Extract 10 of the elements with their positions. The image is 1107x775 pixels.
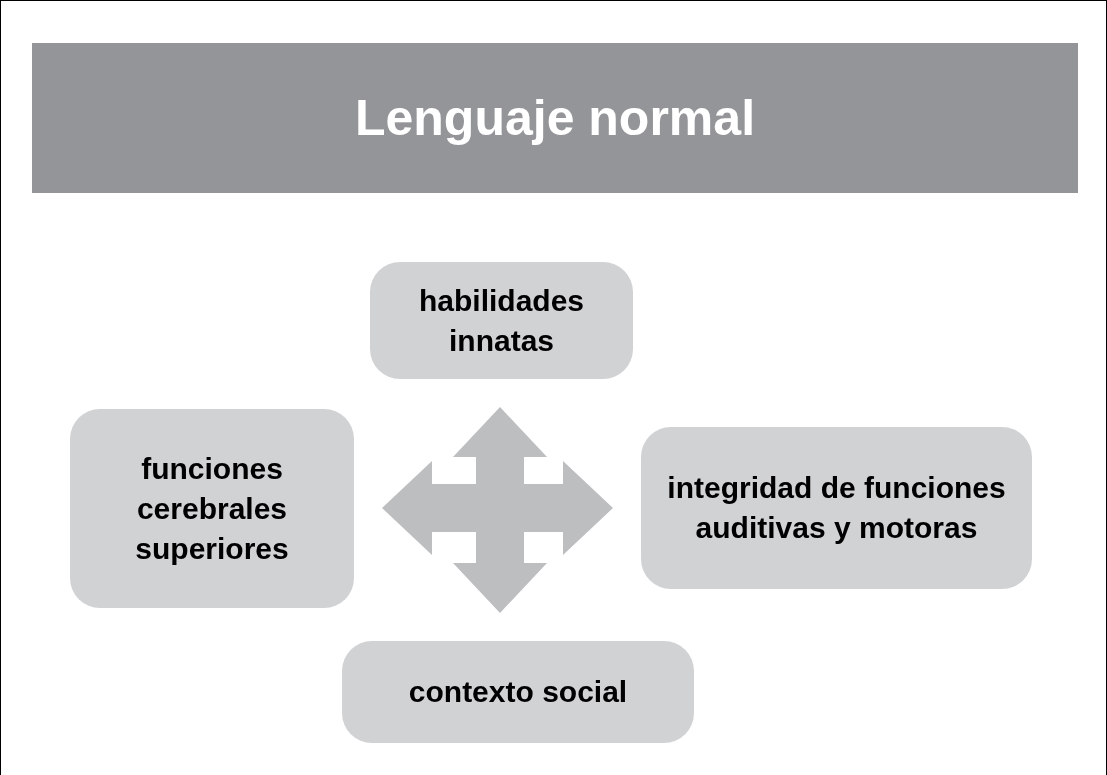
rounded-box: [70, 409, 354, 608]
box-label: habilidades innatas: [417, 282, 585, 359]
box-label: integridad de funciones auditivas y motoras: [666, 470, 1007, 546]
title: Lenguaje normal: [354, 88, 756, 148]
rounded-box: [342, 641, 694, 743]
box-label: funciones cerebrales superiores: [134, 450, 290, 567]
box-label: contexto social: [408, 674, 628, 710]
rounded-box: [370, 262, 633, 379]
rounded-box: [641, 427, 1032, 589]
block-arrow: [382, 461, 613, 555]
